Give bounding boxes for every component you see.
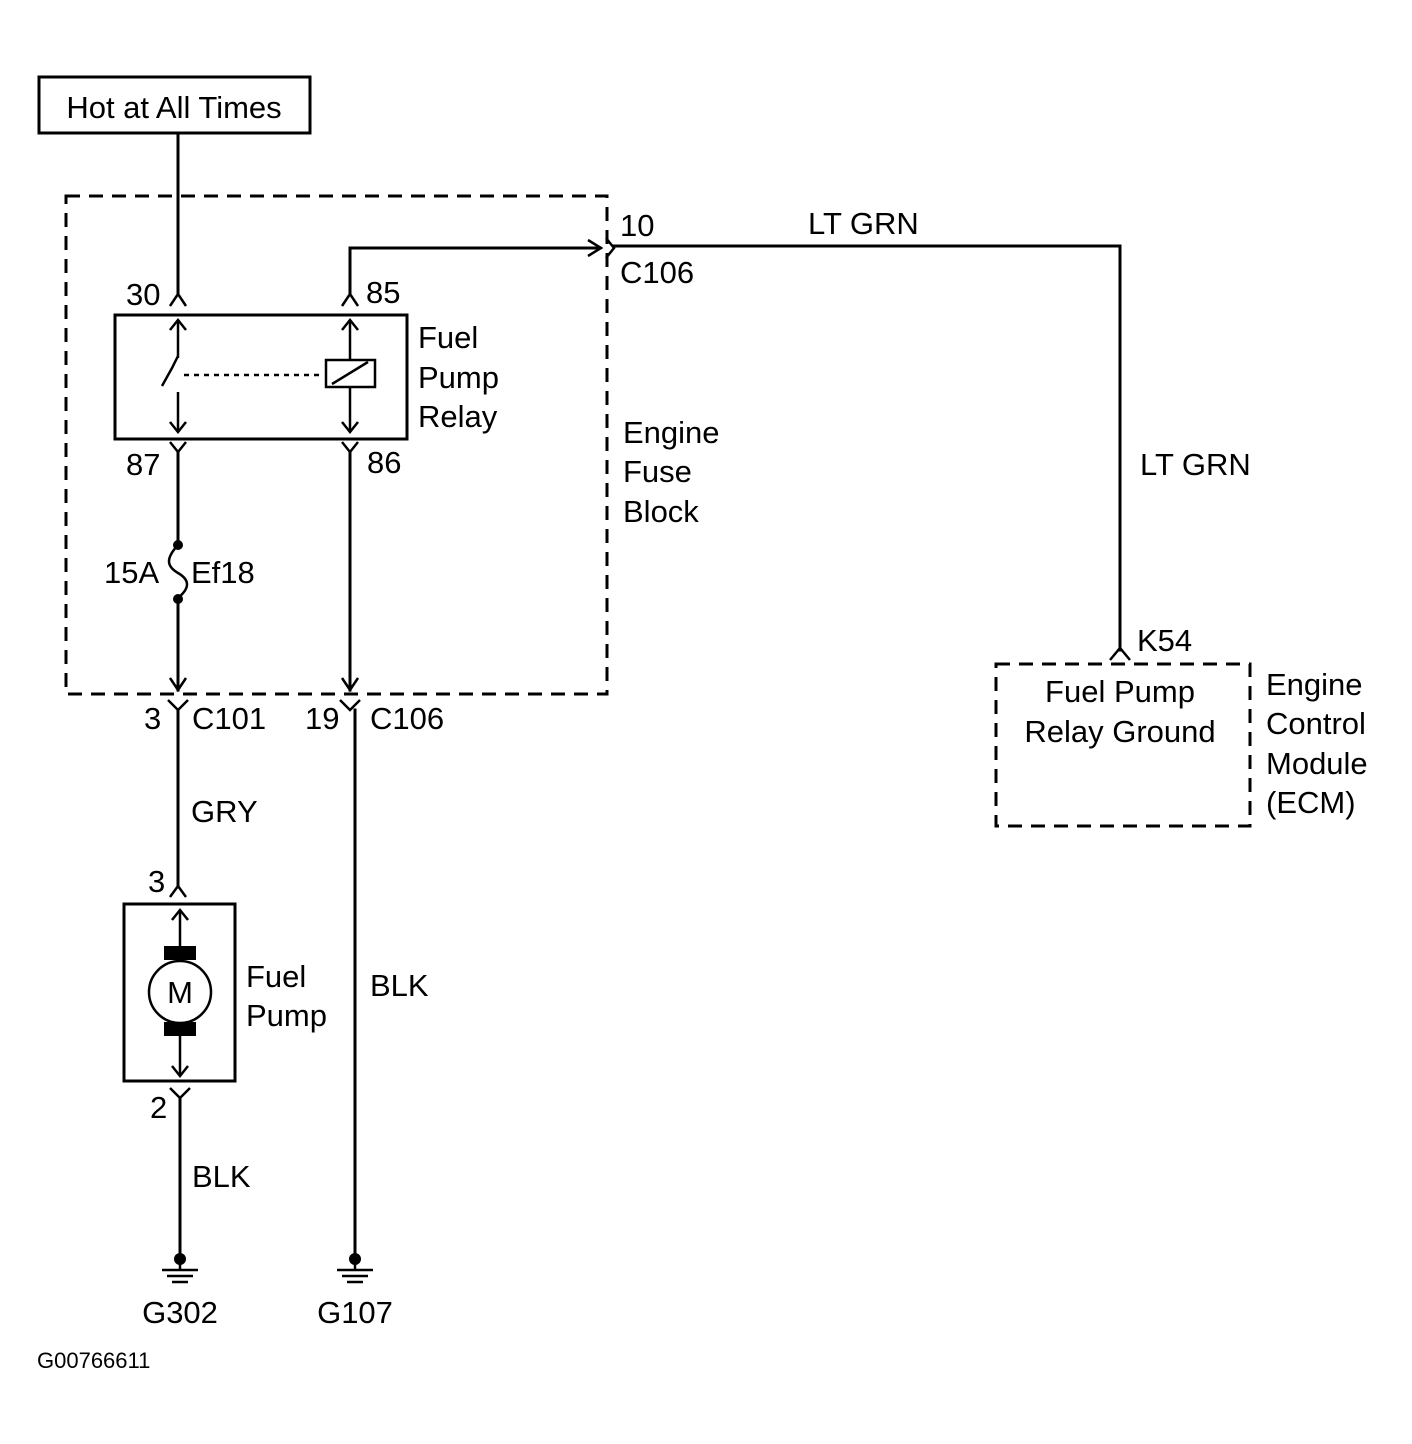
ecm-name-label: Engine Control Module (ECM) (1266, 667, 1368, 820)
wire-gry-label: GRY (191, 794, 258, 829)
fuel-pump-box (122, 902, 237, 1083)
svg-text:Engine: Engine (1266, 667, 1363, 702)
svg-text:Fuel Pump: Fuel Pump (1045, 674, 1195, 709)
svg-text:Block: Block (623, 494, 699, 529)
ground-g302-label: G302 (142, 1295, 218, 1330)
pump-pin-3-label: 3 (148, 864, 165, 899)
c106-bottom-name-label: C106 (370, 701, 444, 736)
fuel-pump-motor (147, 907, 213, 1079)
fuse-id-label: Ef18 (191, 555, 255, 590)
c106-top-pin-label: 10 (620, 208, 654, 243)
figure-id-label: G00766611 (37, 1348, 150, 1373)
connector-c106-top (605, 237, 616, 259)
wire-85-to-c106 (348, 246, 602, 296)
connector-pin-85 (340, 291, 360, 307)
ground-g107-label: G107 (317, 1295, 393, 1330)
connector-pin-30 (168, 291, 188, 307)
connector-ecm-k54 (1109, 646, 1131, 661)
svg-text:Fuse: Fuse (623, 454, 692, 489)
svg-text:Control: Control (1266, 706, 1366, 741)
c101-arrow (168, 677, 188, 693)
svg-text:Pump: Pump (418, 360, 499, 395)
c106-top-arrow (587, 238, 604, 258)
relay-coil (324, 317, 377, 435)
wire-right-color-label: LT GRN (1140, 447, 1251, 482)
pump-pin-2-label: 2 (150, 1090, 167, 1125)
fuel-pump-relay-box (113, 313, 409, 441)
connector-c106-bottom (339, 699, 361, 712)
engine-fuse-block-outline (64, 194, 609, 696)
pin-30-label: 30 (126, 277, 160, 312)
ecm-circuit-label: Fuel Pump Relay Ground (1024, 674, 1215, 749)
c106-top-name-label: C106 (620, 255, 694, 290)
c106-bottom-pin-label: 19 (305, 701, 339, 736)
connector-pump-pin-3 (168, 883, 188, 898)
c101-name-label: C101 (192, 701, 266, 736)
svg-text:Fuel: Fuel (246, 959, 306, 994)
wire-pump-ground-label: BLK (192, 1159, 251, 1194)
engine-fuse-block-label: Engine Fuse Block (623, 415, 720, 529)
fuse-rating-label: 15A (104, 555, 159, 590)
relay-switch (160, 317, 187, 435)
fuse-ef18-symbol (167, 540, 189, 604)
svg-text:Fuel: Fuel (418, 320, 478, 355)
wire-top-color-label: LT GRN (808, 206, 919, 241)
svg-text:(ECM): (ECM) (1266, 785, 1356, 820)
ground-g107-symbol (337, 1253, 373, 1284)
source-box (37, 75, 312, 135)
pin-87-label: 87 (126, 447, 160, 482)
svg-text:Relay: Relay (418, 399, 498, 434)
wire-c106-to-ecm (612, 244, 1122, 652)
wire-relay-ground-label: BLK (370, 968, 429, 1003)
source-label: Hot at All Times (66, 90, 281, 125)
fuel-pump-relay-label: Fuel Pump Relay (418, 320, 499, 434)
ground-g302-symbol (162, 1253, 198, 1284)
pin-86-label: 86 (367, 445, 401, 480)
svg-text:Relay Ground: Relay Ground (1024, 714, 1215, 749)
svg-text:Module: Module (1266, 746, 1368, 781)
c106-bottom-arrow (340, 677, 360, 693)
ecm-pin-label: K54 (1137, 623, 1192, 658)
svg-text:Pump: Pump (246, 998, 327, 1033)
ecm-outline (994, 662, 1252, 828)
svg-text:Engine: Engine (623, 415, 720, 450)
motor-symbol: M (167, 975, 193, 1010)
pin-85-label: 85 (366, 275, 400, 310)
c101-pin-label: 3 (144, 701, 161, 736)
fuel-pump-label: Fuel Pump (246, 959, 327, 1033)
